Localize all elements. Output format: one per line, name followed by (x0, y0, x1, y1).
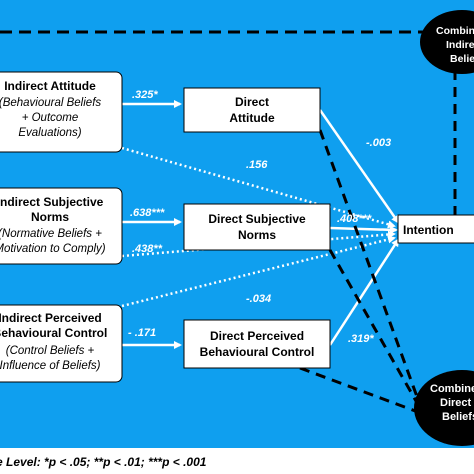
label-combined-direct-2: Direct (440, 397, 472, 409)
label-combined-indirect-3: Beliefs (450, 53, 474, 65)
box-direct-attitude (183, 87, 321, 133)
coef-dn-int: .408*** (337, 213, 372, 225)
label-combined-indirect-2: Indirect (446, 39, 474, 51)
arrow-dn-to-int (329, 225, 398, 234)
label-indirect-pbc-sub-2: Influence of Beliefs) (0, 360, 101, 372)
label-combined-indirect-1: Combined (436, 25, 474, 37)
arrow-da-to-int (318, 109, 400, 224)
coef-ipbc-int: -.034 (246, 293, 271, 305)
label-combined-direct-3: Beliefs (442, 411, 474, 423)
label-indirect-pbc-title-1: Indirect Perceived (0, 311, 102, 325)
label-direct-norms-2: Norms (238, 228, 276, 242)
coef-dpbc-int: .319* (348, 333, 374, 345)
box-direct-pbc (183, 319, 331, 369)
label-direct-pbc-1: Direct Perceived (210, 329, 304, 343)
box-indirect-norms (0, 187, 123, 265)
label-indirect-attitude-sub-1: (Behavioural Beliefs (0, 97, 101, 109)
label-direct-norms-1: Direct Subjective (208, 212, 306, 226)
dashed-dn-to-ellipse (328, 249, 422, 409)
label-indirect-attitude-title: Indirect Attitude (4, 79, 96, 93)
label-indirect-pbc-sub-1: (Control Beliefs + (6, 345, 95, 357)
label-indirect-attitude-sub-2: + Outcome (22, 112, 79, 124)
label-direct-attitude-2: Attitude (229, 111, 275, 125)
label-indirect-norms-sub-1: (Normative Beliefs + (0, 228, 102, 240)
box-direct-norms (183, 203, 331, 251)
label-direct-attitude-1: Direct (235, 95, 269, 109)
label-direct-pbc-2: Behavioural Control (200, 345, 315, 359)
label-indirect-norms-title-2: Norms (31, 210, 69, 224)
label-indirect-norms-sub-2: Motivation to Comply) (0, 243, 106, 255)
coef-ia-da: .325* (132, 89, 158, 101)
label-intention: Intention (403, 223, 454, 237)
dashed-da-to-ellipse (318, 129, 422, 406)
ellipse-combined-direct (414, 370, 474, 446)
ellipse-combined-indirect (420, 10, 474, 74)
arrow-dpbc-to-int (328, 238, 400, 346)
coef-in-dn: .638*** (130, 207, 165, 219)
significance-footer: Significance Level: *p < .05; **p < .01;… (0, 455, 207, 469)
dashed-dpbc-to-ellipse (299, 366, 419, 414)
coef-in-int: .438** (132, 243, 163, 255)
coef-ipbc-dpbc: - .171 (128, 327, 156, 339)
coef-da-int: -.003 (366, 137, 391, 149)
coef-ia-int: .156 (246, 159, 268, 171)
label-combined-direct-1: Combined (430, 383, 474, 395)
arrow-ipbc-to-int (121, 235, 396, 308)
label-indirect-norms-title-1: Indirect Subjective (0, 195, 104, 209)
box-indirect-attitude (0, 71, 123, 153)
box-intention (397, 214, 474, 244)
label-indirect-attitude-sub-3: Evaluations) (18, 127, 81, 139)
label-indirect-pbc-title-2: Behavioural Control (0, 326, 107, 340)
box-indirect-pbc (0, 304, 123, 383)
